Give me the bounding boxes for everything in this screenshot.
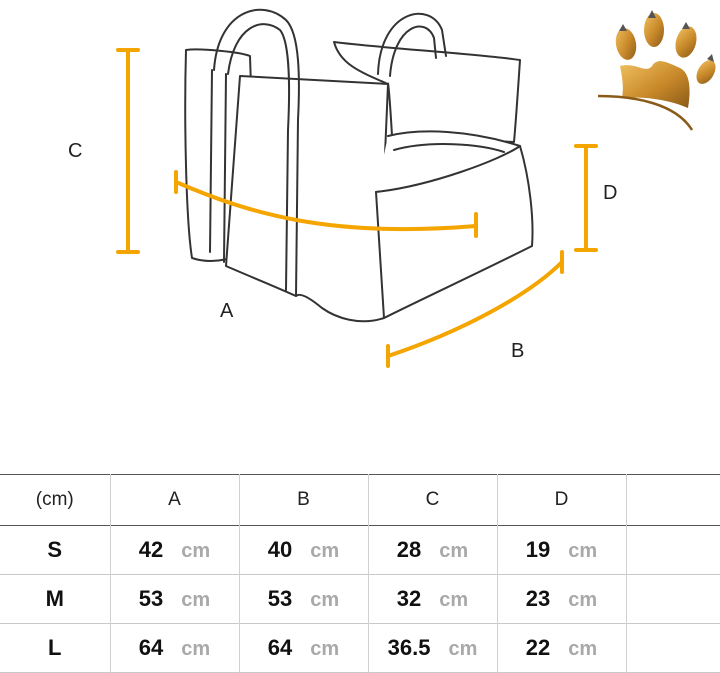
table-row: L 64 cm 64 cm 36.5 cm 22 cm (0, 623, 720, 673)
cell-value: 32 (396, 586, 422, 611)
size-name: L (48, 635, 62, 660)
dimension-a-marker (174, 170, 478, 238)
cell-value: 19 (525, 537, 551, 562)
size-name: M (45, 586, 64, 611)
table-cell: 64 cm (238, 623, 368, 673)
cell-value: 64 (138, 635, 164, 660)
cell-unit: cm (181, 638, 211, 660)
empty-cell (625, 623, 720, 673)
unit-header: (cm) (35, 489, 74, 510)
table-cell: 36.5 cm (367, 623, 497, 673)
dimension-b-marker (386, 250, 564, 368)
table-cell: 28 cm (367, 525, 497, 575)
dimension-label-d: D (603, 182, 618, 204)
cell-value: 22 (525, 635, 551, 660)
empty-cell (625, 525, 720, 575)
table-cell: 19 cm (496, 525, 626, 575)
table-cell: 40 cm (238, 525, 368, 575)
table-cell: 53 cm (238, 574, 368, 624)
cell-unit: cm (181, 540, 211, 562)
table-cell: 53 cm (109, 574, 239, 624)
dimension-label-c: C (68, 140, 83, 162)
cell-value: 42 (138, 537, 164, 562)
cell-unit: cm (310, 638, 340, 660)
cell-unit: cm (568, 540, 598, 562)
cell-unit: cm (181, 589, 211, 611)
dimension-c-marker (116, 48, 140, 254)
size-name: S (47, 537, 63, 562)
column-header-a: A (109, 474, 239, 526)
paw-crown-icon (597, 10, 716, 131)
empty-cell (625, 574, 720, 624)
cell-unit: cm (310, 540, 340, 562)
table-row: S 42 cm 40 cm 28 cm 19 cm (0, 525, 720, 575)
cell-value: 53 (267, 586, 293, 611)
cell-unit: cm (448, 638, 478, 660)
cell-unit: cm (439, 540, 469, 562)
cell-value: 23 (525, 586, 551, 611)
table-cell: 64 cm (109, 623, 239, 673)
bag-dimension-diagram (116, 8, 598, 368)
table-cell: 23 cm (496, 574, 626, 624)
cell-value: 28 (396, 537, 422, 562)
table-header-row: (cm) A B C D (0, 474, 720, 526)
cell-value: 64 (267, 635, 293, 660)
dimension-label-b: B (511, 340, 525, 362)
bag-outline (184, 8, 534, 323)
table-cell: 42 cm (109, 525, 239, 575)
cell-unit: cm (310, 589, 340, 611)
dimension-d-marker (574, 144, 598, 252)
cell-value: 36.5 (387, 635, 431, 660)
cell-unit: cm (568, 589, 598, 611)
size-table: (cm) A B C D S 42 cm 40 cm 28 cm 19 cm M 53 c… (0, 474, 720, 673)
column-header-b: B (238, 474, 368, 526)
cell-unit: cm (439, 589, 469, 611)
cell-value: 53 (138, 586, 164, 611)
column-header-c: C (367, 474, 497, 526)
dimension-label-a: A (220, 300, 234, 322)
empty-header (625, 474, 720, 526)
cell-value: 40 (267, 537, 293, 562)
column-header-d: D (496, 474, 626, 526)
table-row: M 53 cm 53 cm 32 cm 23 cm (0, 574, 720, 624)
cell-unit: cm (568, 638, 598, 660)
table-cell: 22 cm (496, 623, 626, 673)
table-cell: 32 cm (367, 574, 497, 624)
